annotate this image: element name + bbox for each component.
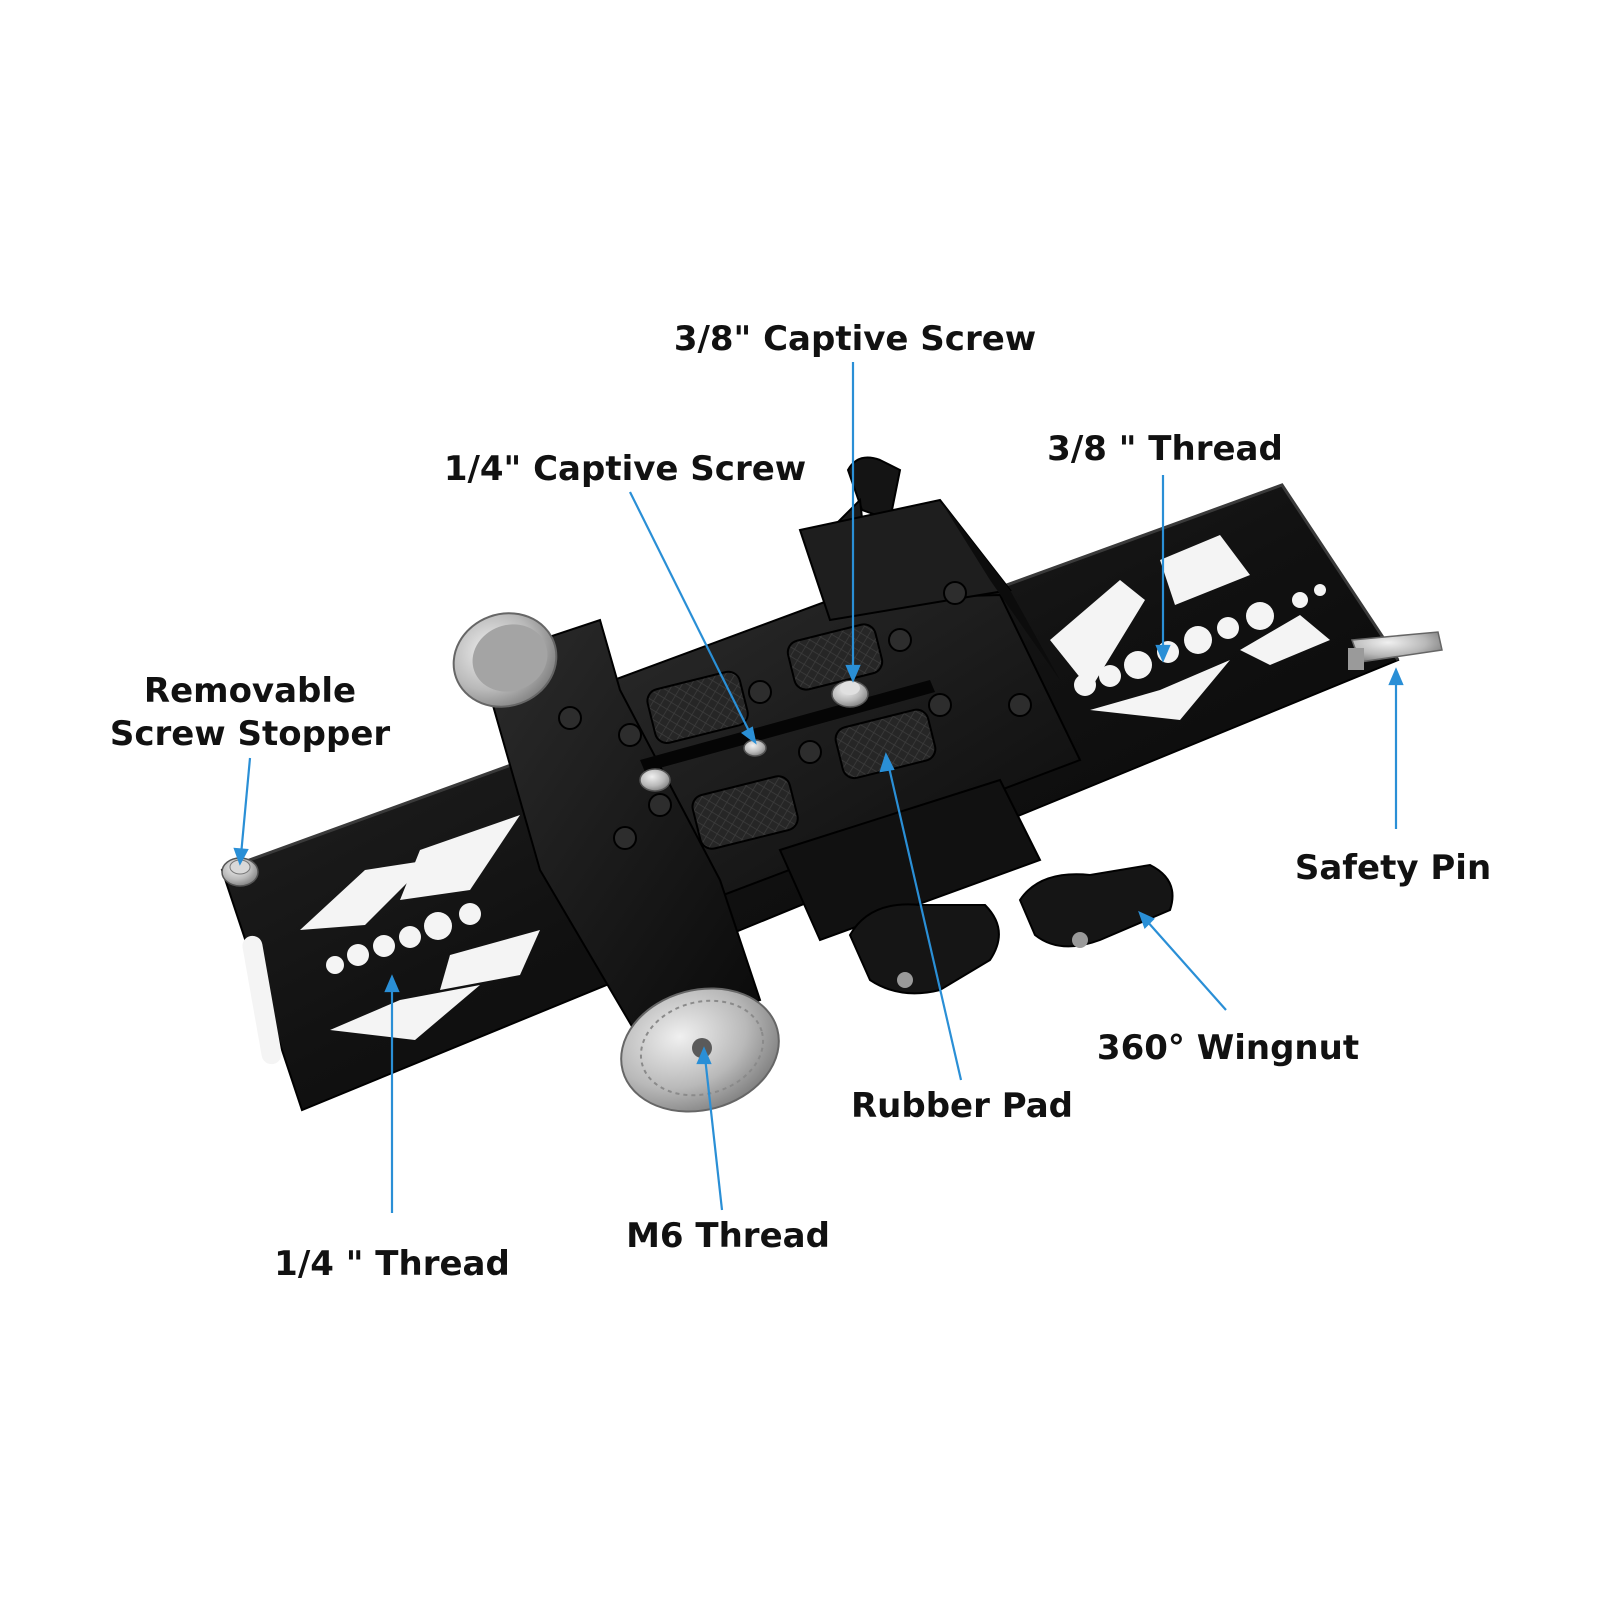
label-thread-38: 3/8 " Thread — [1047, 429, 1283, 469]
leader-thread-38 — [1155, 475, 1171, 663]
label-removable-screw-stopper: Removable Screw Stopper — [110, 670, 390, 755]
label-removable-line1: Removable — [143, 671, 357, 711]
safety-pin-icon — [1348, 631, 1443, 670]
label-rubber-pad: Rubber Pad — [850, 1086, 1074, 1126]
captive-screw-38-icon — [831, 680, 869, 708]
label-captive-screw-38: 3/8" Captive Screw — [673, 319, 1037, 359]
label-m6-thread: M6 Thread — [626, 1216, 830, 1256]
label-removable-line2: Screw Stopper — [109, 713, 391, 754]
label-safety-pin: Safety Pin — [1294, 848, 1492, 888]
leader-rubber-pad — [879, 752, 963, 1081]
leader-lines — [233, 362, 1404, 1213]
wingnut-1-icon — [848, 903, 1000, 995]
leader-wingnut — [1138, 910, 1227, 1011]
label-thread-14: 1/4 " Thread — [274, 1244, 510, 1284]
label-wingnut: 360° Wingnut — [1096, 1028, 1360, 1068]
label-captive-screw-14: 1/4" Captive Screw — [443, 449, 807, 489]
screw-stopper-icon — [221, 857, 259, 887]
leader-removable — [233, 757, 252, 866]
leader-captive-14 — [629, 491, 757, 745]
rosette-back-icon — [452, 612, 558, 708]
rubber-pads — [646, 623, 937, 850]
wingnut-2-icon — [1018, 863, 1174, 948]
captive-screw-14-icon — [639, 739, 767, 792]
rosette-front-icon — [620, 987, 780, 1113]
leader-captive-38 — [845, 362, 861, 683]
leader-m6 — [696, 1046, 724, 1211]
leader-safety-pin — [1388, 667, 1404, 829]
leader-thread-14 — [384, 974, 400, 1213]
